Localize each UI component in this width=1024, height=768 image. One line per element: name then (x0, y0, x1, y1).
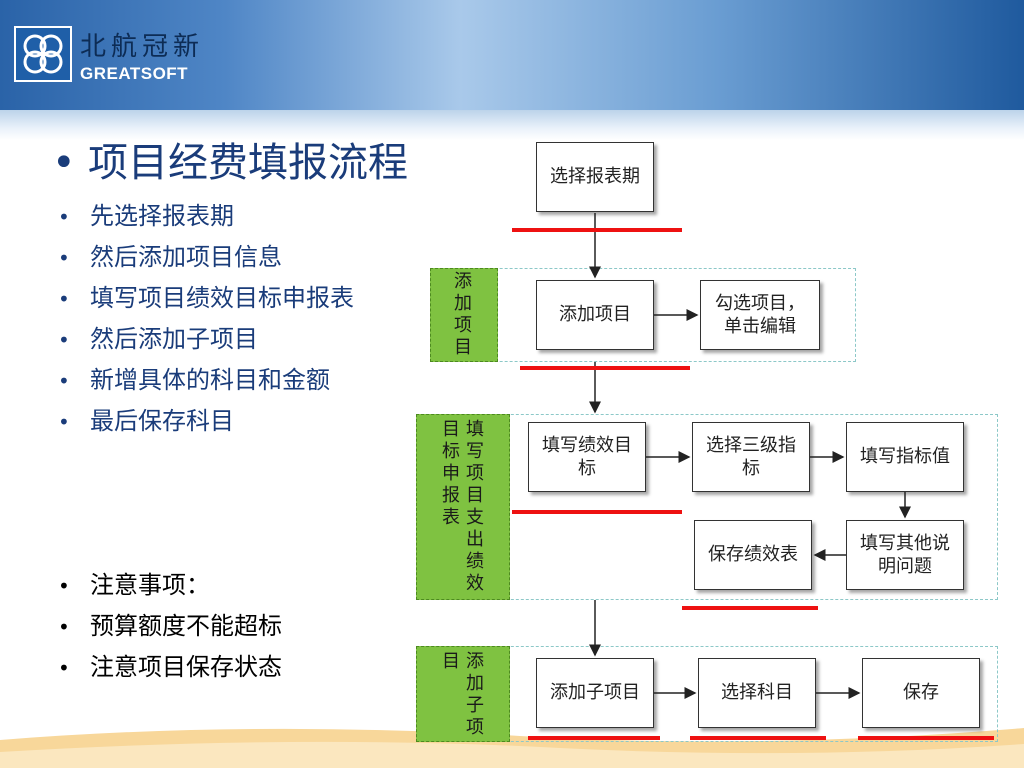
bullet-dot: • (58, 656, 70, 680)
red-underline (512, 510, 682, 514)
bullet-dot: • (52, 140, 76, 186)
note-text: 预算额度不能超标 (90, 612, 282, 640)
bottom-wave-decoration (0, 728, 1024, 768)
group-label-add-subproject: 目 添 加 子 项 (416, 646, 510, 742)
step-text: 先选择报表期 (90, 202, 234, 230)
bullet-dot: • (58, 615, 70, 639)
slide-title-text: 项目经费填报流程 (88, 140, 408, 186)
step-item: • 然后添加子项目 (58, 319, 258, 354)
step-item: • 最后保存科目 (58, 401, 234, 436)
bullet-dot: • (58, 328, 70, 352)
box-select-indicator: 选择三级指 标 (692, 422, 810, 492)
step-item: • 然后添加项目信息 (58, 237, 282, 272)
header-gradient-band (0, 110, 1024, 140)
red-underline (690, 736, 826, 740)
brand-name-cn: 北航冠新 (80, 32, 205, 62)
step-text: 填写项目绩效目标申报表 (90, 284, 354, 312)
group-label-text: 添 加 子 项 (466, 651, 484, 738)
box-fill-other: 填写其他说 明问题 (846, 520, 964, 590)
group-label-text: 添 加 项 目 (454, 271, 472, 358)
step-text: 然后添加子项目 (90, 325, 258, 353)
note-item: • 注意项目保存状态 (58, 647, 282, 682)
box-fill-value: 填写指标值 (846, 422, 964, 492)
box-save-performance: 保存绩效表 (694, 520, 812, 590)
step-item: • 先选择报表期 (58, 196, 234, 231)
bullet-dot: • (58, 287, 70, 311)
bullet-dot: • (58, 369, 70, 393)
step-text: 新增具体的科目和金额 (90, 366, 330, 394)
note-text: 注意项目保存状态 (90, 653, 282, 681)
note-item: • 注意事项： (58, 565, 210, 600)
red-underline (858, 736, 994, 740)
box-check-edit: 勾选项目， 单击编辑 (700, 280, 820, 350)
bullet-dot: • (58, 205, 70, 229)
step-item: • 填写项目绩效目标申报表 (58, 278, 354, 313)
box-add-subproject: 添加子项目 (536, 658, 654, 728)
note-text: 注意事项： (90, 571, 210, 599)
group-label-add-project: 添 加 项 目 (430, 268, 498, 362)
greatsoft-logo-icon (14, 26, 72, 82)
brand-name-en: GREATSOFT (80, 64, 189, 83)
step-text: 然后添加项目信息 (90, 243, 282, 271)
group-label-text: 目 (442, 651, 460, 672)
red-underline (520, 366, 690, 370)
group-label-text: 填 写 项 目 支 出 绩 效 (466, 419, 484, 594)
bullet-dot: • (58, 246, 70, 270)
bullet-dot: • (58, 410, 70, 434)
red-underline (682, 606, 818, 610)
box-add-project: 添加项目 (536, 280, 654, 350)
slide-title: • 项目经费填报流程 (52, 130, 408, 188)
step-text: 最后保存科目 (90, 407, 234, 435)
box-select-subject: 选择科目 (698, 658, 816, 728)
box-fill-goal: 填写绩效目 标 (528, 422, 646, 492)
note-item: • 预算额度不能超标 (58, 606, 282, 641)
step-item: • 新增具体的科目和金额 (58, 360, 330, 395)
red-underline (512, 228, 682, 232)
box-select-period: 选择报表期 (536, 142, 654, 212)
group-label-text: 目 标 申 报 表 (442, 419, 460, 528)
red-underline (528, 736, 660, 740)
header-banner (0, 0, 1024, 110)
box-save: 保存 (862, 658, 980, 728)
group-label-performance: 目 标 申 报 表 填 写 项 目 支 出 绩 效 (416, 414, 510, 600)
bullet-dot: • (58, 574, 70, 598)
